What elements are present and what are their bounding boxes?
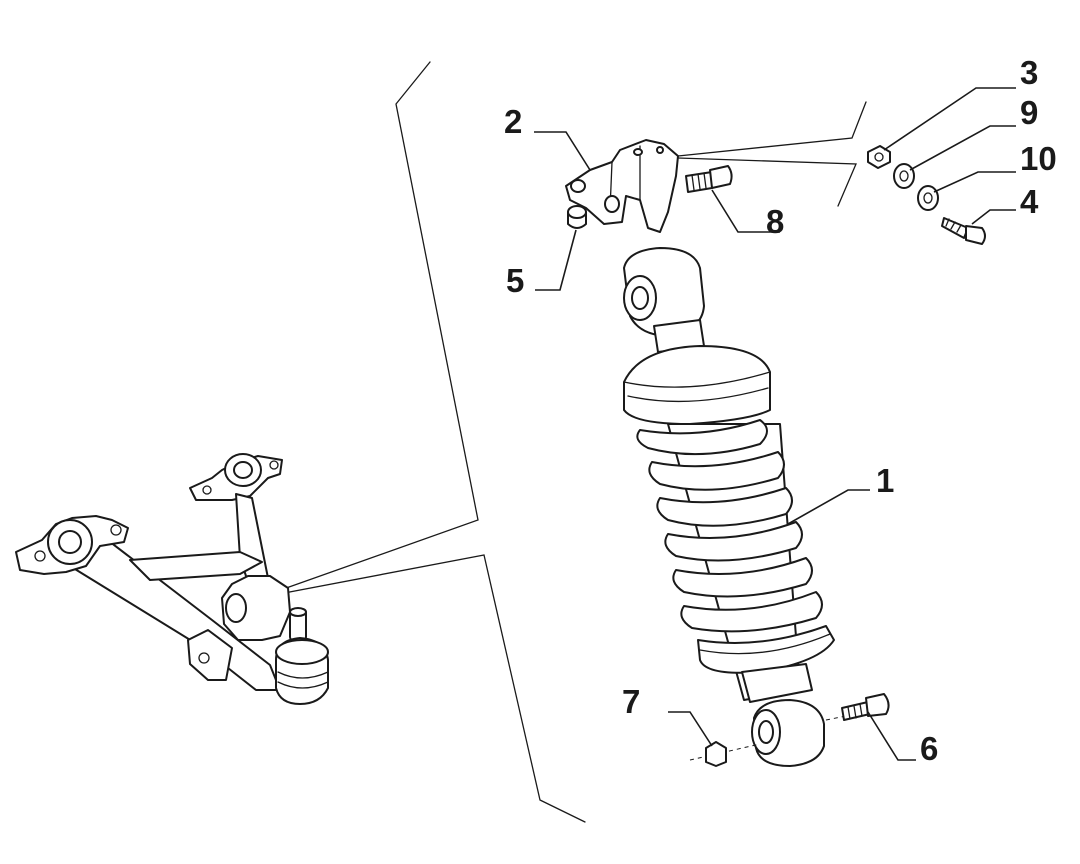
bolt-part-8 [685, 165, 733, 193]
detail-view-bracket [257, 61, 586, 823]
bolt-part-6 [841, 693, 890, 721]
nut-part-7 [705, 741, 727, 767]
suspension-arm-assembly [15, 453, 329, 705]
callout-3: 3 [1020, 54, 1038, 91]
callout-2: 2 [504, 103, 522, 140]
exploded-small-parts [677, 101, 986, 245]
shock-absorber-assembly [623, 247, 847, 767]
callout-1: 1 [876, 462, 894, 499]
callout-10: 10 [1020, 140, 1057, 177]
callout-5: 5 [506, 262, 524, 299]
callout-7: 7 [622, 683, 640, 720]
callout-labels: 1 2 3 4 5 6 7 8 9 10 [504, 54, 1057, 767]
bushing-part-5 [567, 205, 587, 229]
callout-6: 6 [920, 730, 938, 767]
callout-4: 4 [1020, 183, 1039, 220]
upper-mounting-bracket [565, 139, 679, 233]
callout-9: 9 [1020, 94, 1038, 131]
callout-8: 8 [766, 203, 784, 240]
leader-lines [534, 87, 1016, 761]
